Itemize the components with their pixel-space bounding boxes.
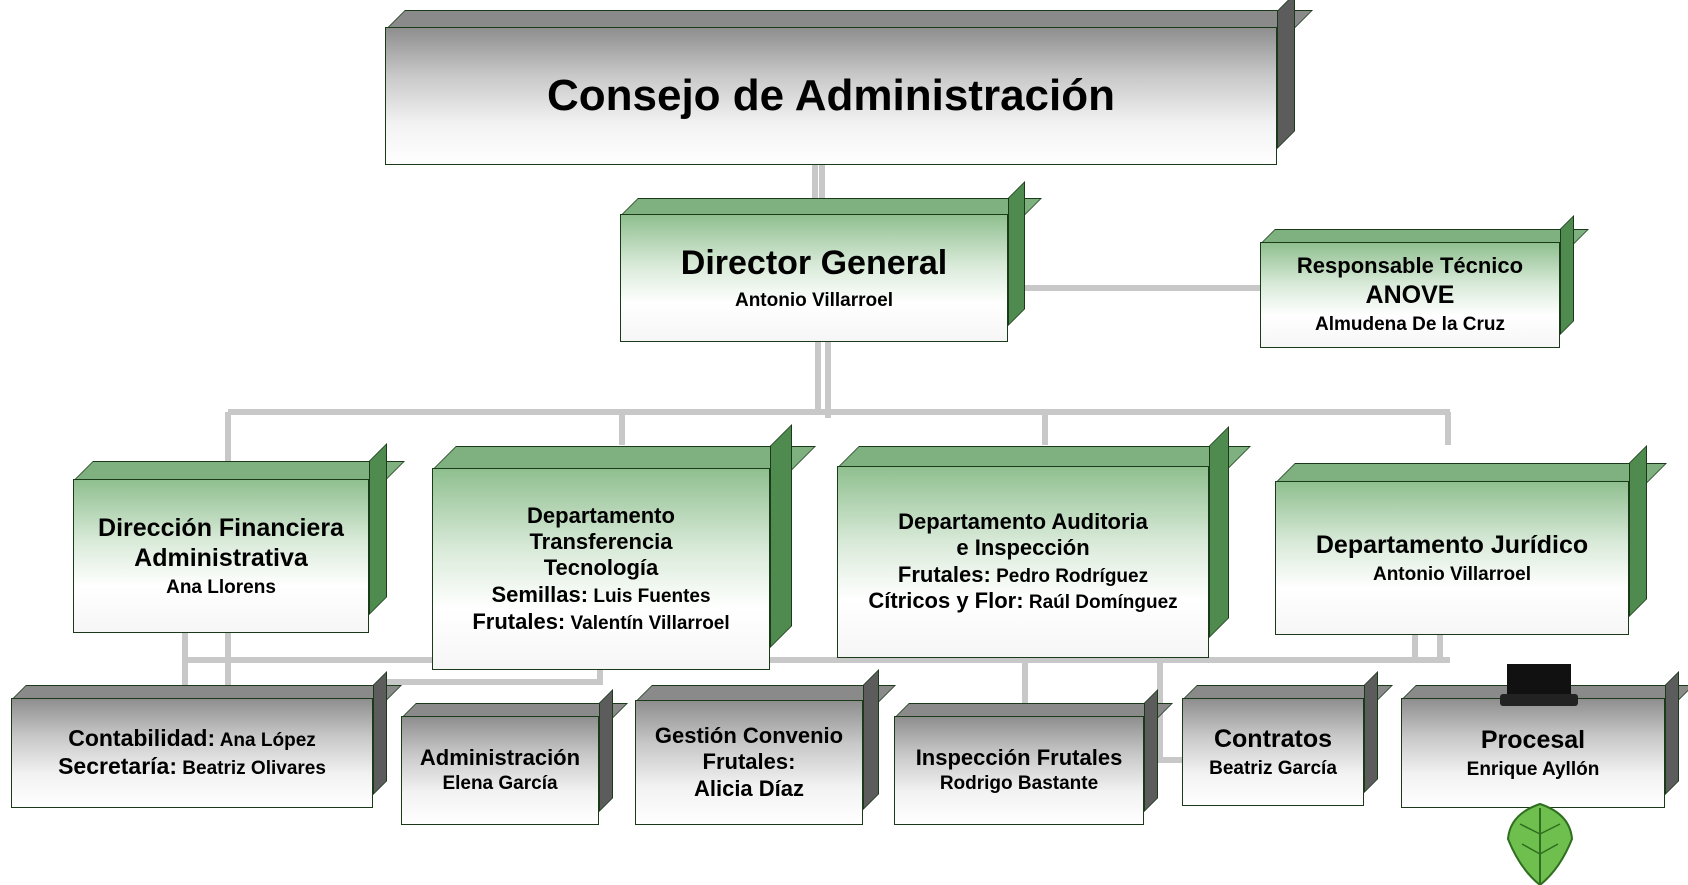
- transferencia-frutales-name: Valentín Villarroel: [565, 612, 730, 634]
- transferencia-semillas-name: Luis Fuentes: [588, 585, 711, 607]
- transferencia-line3: Tecnología: [543, 555, 659, 581]
- transferencia-line1: Departamento: [527, 502, 675, 528]
- convenio-line2: Frutales:: [702, 749, 796, 775]
- financiera-line1: Dirección Financiera: [98, 513, 344, 542]
- financiera-name: Ana Llorens: [166, 576, 276, 598]
- director-box: Director General Antonio Villarroel: [620, 181, 1042, 342]
- juridico-name: Antonio Villarroel: [1372, 563, 1531, 585]
- auditoria-line1: Departamento Auditoria: [898, 508, 1148, 534]
- transferencia-box: Departamento Transferencia Tecnología Se…: [432, 424, 816, 670]
- director-name: Antonio Villarroel: [734, 290, 893, 311]
- inspeccion-name: Rodrigo Bastante: [939, 773, 1099, 795]
- inspeccion-box: Inspección Frutales Rodrigo Bastante: [894, 689, 1173, 825]
- procesal-name: Enrique Ayllón: [1466, 758, 1600, 780]
- administracion-title: Administración: [419, 744, 581, 770]
- convenio-box: Gestión Convenio Frutales: Alicia Díaz: [635, 669, 896, 825]
- director-title: Director General: [680, 244, 948, 283]
- transferencia-frutales-label: Frutales:: [472, 608, 566, 634]
- procesal-box: Procesal Enrique Ayllón: [1401, 671, 1688, 808]
- auditoria-line2: e Inspección: [956, 535, 1090, 561]
- pen-leaf-icon: [1500, 664, 1578, 885]
- transferencia-semillas-label: Semillas:: [491, 581, 589, 607]
- juridico-box: Departamento Jurídico Antonio Villarroel: [1275, 445, 1667, 635]
- contratos-box: Contratos Beatriz García: [1182, 671, 1393, 806]
- financiera-box: Dirección Financiera Administrativa Ana …: [73, 443, 405, 633]
- inspeccion-title: Inspección Frutales: [915, 744, 1123, 770]
- administracion-name: Elena García: [442, 773, 558, 795]
- auditoria-frutales-name: Pedro Rodríguez: [990, 565, 1149, 587]
- contabilidad-box: Contabilidad: Ana López Secretaría: Beat…: [11, 671, 402, 808]
- contratos-name: Beatriz García: [1209, 757, 1337, 779]
- contratos-title: Contratos: [1213, 724, 1333, 753]
- transferencia-line2: Transferencia: [529, 529, 673, 554]
- anove-box: Responsable Técnico ANOVE Almudena De la…: [1260, 215, 1589, 348]
- contabilidad-name: Ana López: [215, 730, 316, 752]
- convenio-name: Alicia Díaz: [693, 775, 805, 801]
- consejo-title: Consejo de Administración: [546, 70, 1115, 120]
- auditoria-frutales-label: Frutales:: [897, 561, 991, 587]
- administracion-box: Administración Elena García: [401, 689, 628, 825]
- secretaria-label: Secretaría:: [58, 753, 177, 779]
- convenio-line1: Gestión Convenio: [654, 722, 844, 748]
- auditoria-citricos-name: Raúl Domínguez: [1023, 592, 1178, 614]
- anove-name: Almudena De la Cruz: [1314, 313, 1506, 335]
- consejo-box: Consejo de Administración: [385, 0, 1313, 165]
- auditoria-box: Departamento Auditoria e Inspección Frut…: [837, 426, 1251, 658]
- financiera-line2: Administrativa: [134, 543, 308, 572]
- anove-line2: ANOVE: [1365, 280, 1455, 309]
- anove-line1: Responsable Técnico: [1296, 253, 1524, 279]
- auditoria-citricos-label: Cítricos y Flor:: [868, 588, 1024, 614]
- secretaria-name: Beatriz Olivares: [177, 758, 326, 779]
- contabilidad-label: Contabilidad:: [68, 725, 216, 752]
- procesal-title: Procesal: [1480, 725, 1586, 754]
- juridico-title: Departamento Jurídico: [1315, 530, 1589, 559]
